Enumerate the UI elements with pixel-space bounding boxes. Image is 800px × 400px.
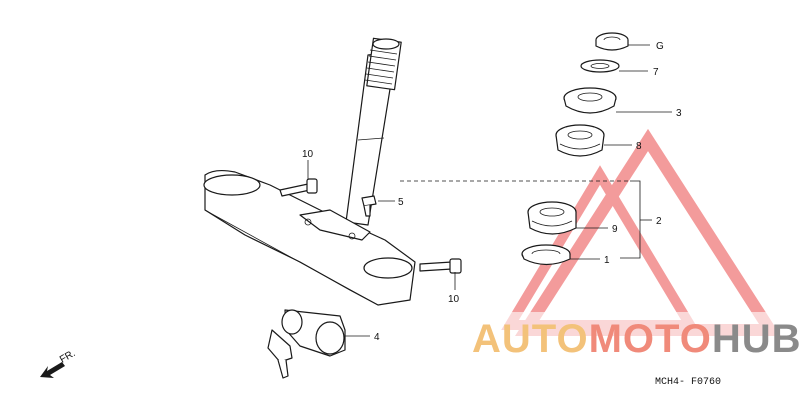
watermark-hub: HUB: [712, 317, 800, 361]
callout-2: 2: [656, 216, 662, 227]
diagram-code: MCH4- F0760: [655, 377, 721, 388]
part-g-locknut: [595, 32, 629, 51]
bolt-10-lower: [419, 258, 462, 274]
front-label: FR.: [58, 348, 77, 366]
part-7-lock-washer: [580, 59, 620, 73]
watermark-wordmark: AUTOMOTOHUB: [470, 312, 800, 361]
stem-thread: [364, 37, 402, 91]
watermark-moto: MOTO: [589, 317, 712, 361]
callout-g: G: [656, 41, 664, 52]
svg-text:AUTOMOTOHUB: AUTOMOTOHUB: [472, 317, 800, 361]
callout-7: 7: [653, 67, 659, 78]
part-1-dust-seal: [521, 244, 571, 266]
callout-8: 8: [636, 141, 642, 152]
callout-10-upper: 10: [302, 149, 314, 160]
callout-leaders: [307, 44, 672, 337]
callout-4: 4: [374, 332, 380, 343]
part-9-lower-bearing: [527, 201, 577, 235]
bolt-10-upper: [279, 178, 318, 197]
callout-10-lower: 10: [448, 294, 460, 305]
front-direction-arrow: FR.: [40, 348, 77, 378]
steering-stem-assembly: [203, 37, 416, 306]
watermark-auto: AUTO: [472, 317, 589, 361]
part-8-upper-bearing: [555, 124, 605, 157]
callout-9: 9: [612, 224, 618, 235]
steering-lock-4: [267, 309, 346, 379]
callout-1: 1: [604, 255, 610, 266]
bolt-5: [361, 195, 377, 217]
callout-3: 3: [676, 108, 682, 119]
callout-5: 5: [398, 197, 404, 208]
part-3-adjusting-nut: [563, 87, 617, 114]
